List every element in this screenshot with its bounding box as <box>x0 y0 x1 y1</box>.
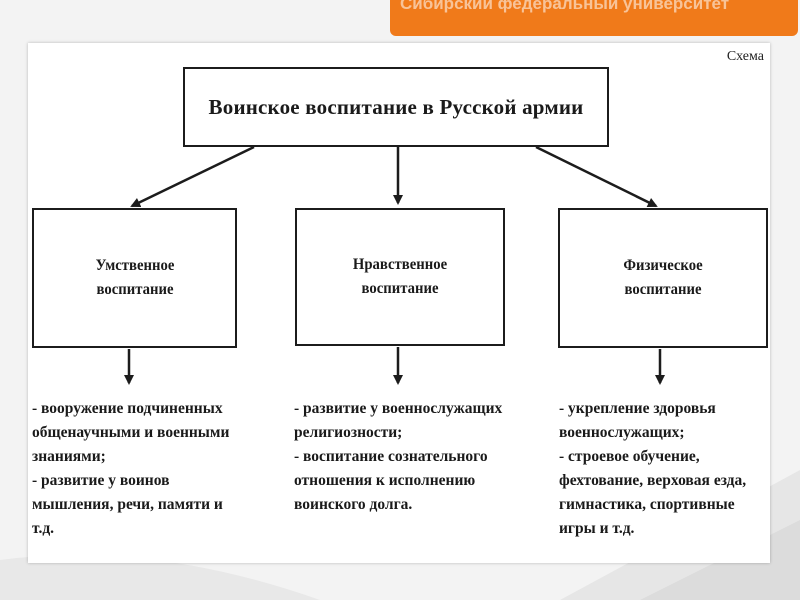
branch-list-moral: - развитие у военнослужащих религиозност… <box>294 397 509 517</box>
root-box: Воинское воспитание в Русской армии <box>183 67 609 147</box>
arrow-root-to-physical <box>535 145 658 208</box>
list-item: - вооружение подчиненных общенаучными и … <box>32 400 230 465</box>
diagram-panel: Схема Воинское воспитание в Русской арми… <box>28 43 770 563</box>
branch-box-mental: Умственное воспитание <box>32 208 237 348</box>
branch-label-physical: Физическое воспитание <box>623 257 703 298</box>
branch-box-physical: Физическое воспитание <box>558 208 768 348</box>
list-item: - развитие у воинов мышления, речи, памя… <box>32 472 223 537</box>
list-item: - воспитание сознательного отношения к и… <box>294 448 488 513</box>
university-banner: Сибирский федеральный университет <box>390 0 798 36</box>
list-item: - строевое обучение, фехтование, верхова… <box>559 448 747 537</box>
list-item: - развитие у военнослужащих религиозност… <box>294 400 503 441</box>
banner-text: Сибирский федеральный университет <box>400 0 730 13</box>
branch-list-mental: - вооружение подчиненных общенаучными и … <box>32 397 247 541</box>
root-title: Воинское воспитание в Русской армии <box>208 94 584 119</box>
branch-box-moral: Нравственное воспитание <box>295 208 505 346</box>
branch-label-mental: Умственное воспитание <box>95 257 174 298</box>
branch-list-physical: - укрепление здоровья военнослужащих; - … <box>559 397 770 541</box>
branch-label-moral: Нравственное воспитание <box>352 256 448 297</box>
arrow-root-to-mental <box>130 145 255 208</box>
schema-label: Схема <box>726 49 764 64</box>
connector-arrows <box>124 145 665 385</box>
list-item: - укрепление здоровья военнослужащих; <box>559 400 716 441</box>
